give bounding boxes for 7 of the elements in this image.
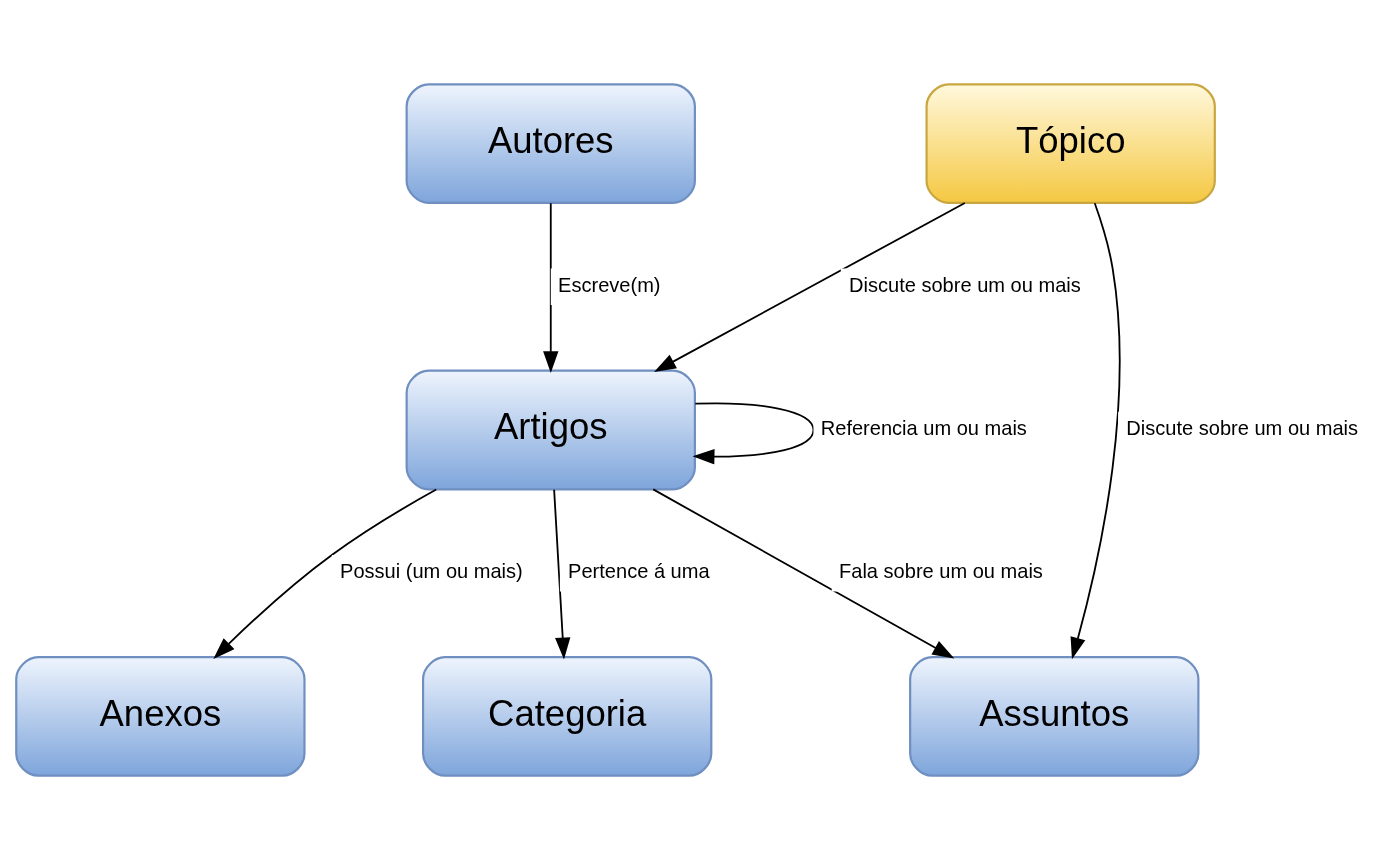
edge-label: Discute sobre um ou mais [1126, 416, 1359, 439]
edge-label: Escreve(m) [558, 273, 661, 296]
edge-label: Possui (um ou mais) [340, 559, 523, 582]
edge-label: Referencia um ou mais [820, 416, 1027, 439]
edge-label: Discute sobre um ou mais [849, 273, 1081, 296]
edge-label: Pertence á uma [568, 559, 710, 582]
edge-label: Fala sobre um ou mais [839, 559, 1043, 582]
